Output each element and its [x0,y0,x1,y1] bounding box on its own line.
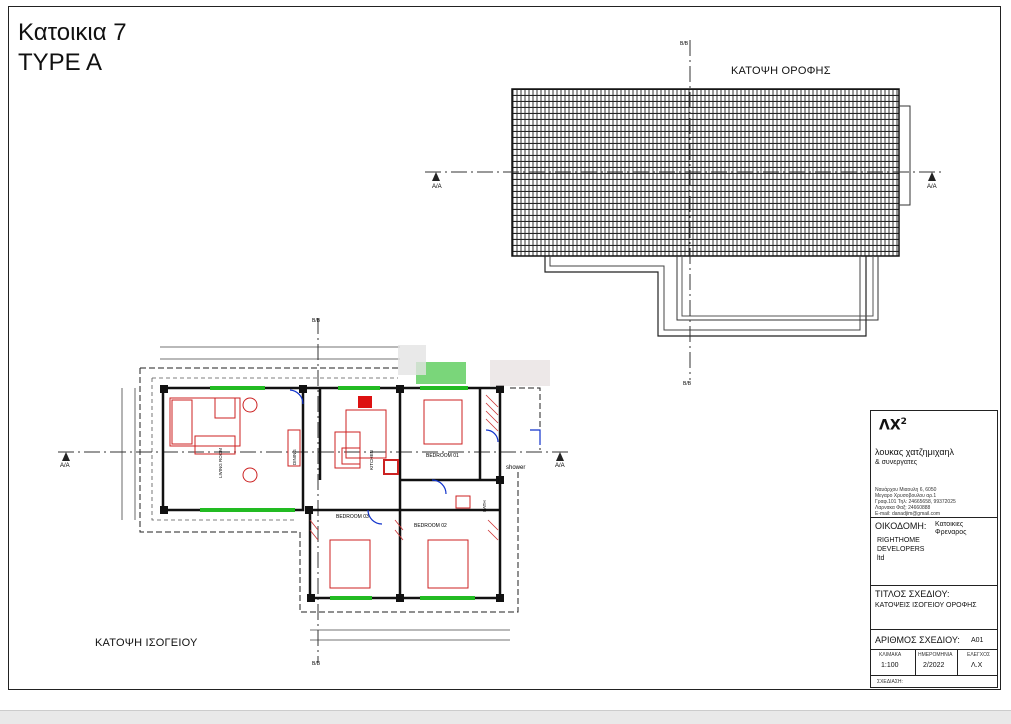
check-value: Λ.Χ [971,662,983,669]
firm-address-1: Ναυάρχου Μιαουλη 6, 6050 [875,487,937,493]
firm-subtitle: & συνεργατες [875,459,918,466]
check-label: ΕΛΕΓΧΟΣ [967,652,991,658]
section-marker-bb-ground-top: B/B [312,318,321,324]
drawing-sheet [8,6,1001,690]
section-marker-aa-ground-right: A/A [555,463,565,469]
project-title-line1: Κατοικια 7 [18,19,127,46]
date-value: 2/2022 [923,662,945,669]
section-marker-aa-ground-left: A/A [60,463,70,469]
room-label-shower: shower [506,465,525,471]
design-label: ΣΧΕΔΙΑΣΗ: [877,679,903,685]
room-label-bedroom3: BEDROOM 03 [336,514,369,520]
room-label-bath: BATH [482,500,487,512]
building-value: Κατοικιες Φρεναρος [935,521,967,536]
firm-address-2: Μεγαρο Χρυσοβουλου αρ.1 [875,493,937,499]
roof-plan-label: ΚΑΤΟΨΗ ΟΡΟΦΗΣ [731,65,831,77]
drawing-number-value: A01 [971,637,984,644]
scale-value: 1:100 [881,662,899,669]
room-label-living: LIVING ROOM [218,448,223,478]
room-label-dining: DINING [292,449,297,465]
room-label-bedroom2: BEDROOM 02 [414,523,447,529]
scale-label: ΚΛΙΜΑΚΑ [879,652,902,658]
roof-plan [425,40,945,380]
drawing-number-label: ΑΡΙΘΜΟΣ ΣΧΕΔΙΟΥ: [875,635,960,645]
ground-plan [58,318,568,662]
section-marker-aa-roof-right: A/A [927,184,937,190]
firm-address-3: Γραφ.101 Τηλ: 24665658, 99372025 [875,499,956,505]
firm-address-5: E-mail: danadjim@gmail.com [875,511,941,517]
room-label-bedroom1: BEDROOM 01 [426,453,459,459]
drawing-title-value: ΚΑΤΟΨΕΙΣ ΙΣΟΓΕΙΟΥ ΟΡΟΦΗΣ [875,602,977,609]
ground-plan-label: ΚΑΤΟΨΗ ΙΣΟΓΕΙΟΥ [95,637,198,649]
owner-line-2: DEVELOPERS [877,546,925,553]
firm-logo: ΛΧ2 [879,417,907,434]
title-block: ΛΧ2 λουκας χατζημιχαηλ & συνεργατες Ναυά… [870,410,998,688]
viewer-bottom-bar [0,710,1011,724]
building-label: ΟΙΚΟΔΟΜΗ: [875,521,927,531]
section-marker-bb-top: B/B [680,41,689,47]
firm-address-4: Λαρνακα Φαξ: 24660888 [875,505,931,511]
drawing-title-label: ΤΙΤΛΟΣ ΣΧΕΔΙΟΥ: [875,589,950,599]
project-title: Κατοικια 7 TYPE A [18,18,127,78]
owner-line-1: RIGHTHOME [877,537,920,544]
section-marker-bb-roof: B/B [683,381,692,387]
section-marker-bb-ground-bottom: B/B [312,661,321,667]
owner-line-3: ltd [877,555,885,562]
section-marker-aa-roof-left: A/A [432,184,442,190]
firm-name: λουκας χατζημιχαηλ [875,447,955,457]
date-label: ΗΜΕΡΟΜΗΝΙΑ [918,652,953,658]
project-title-line2: TYPE A [18,49,103,76]
room-label-kitchen: KITCHEN [369,450,374,470]
